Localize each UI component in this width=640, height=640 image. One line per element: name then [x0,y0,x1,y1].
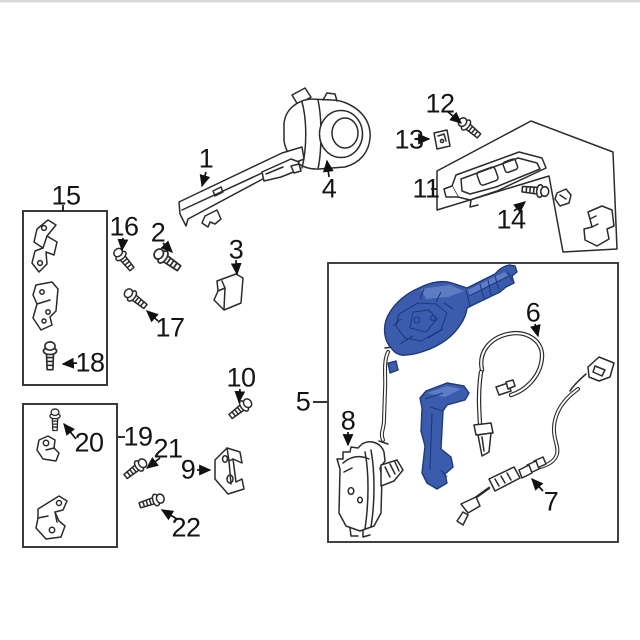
callout-6: 6 [525,297,541,328]
callout-2: 2 [150,217,166,248]
part-12-screw [455,114,484,142]
part-17-screw [121,285,150,312]
callout-7: 7 [543,486,559,517]
part-10-screw [226,395,255,422]
callout-10: 10 [226,362,256,393]
callout-12: 12 [425,88,455,119]
callout-15: 15 [51,180,81,211]
callout-22: 22 [171,512,201,543]
image-top-edge [0,0,640,3]
callout-16: 16 [109,211,139,242]
callout-21: 21 [153,433,183,464]
part-5-latch-assembly-highlighted [383,264,518,374]
part-11-trim-bezel [443,151,547,208]
part-20-rivet [49,408,61,432]
part-8-lock-actuator [336,441,404,538]
part-6-lock-cable [473,330,545,457]
callout-18: 18 [75,347,105,378]
part-4-lock-cylinder [283,87,371,170]
part-16-screw [110,245,138,274]
callout-5: 5 [295,386,311,417]
callout-20: 20 [74,427,104,458]
part-15-bracket-lower [32,281,59,331]
callout-9: 9 [180,454,196,485]
door-patch [583,205,615,247]
callout-14: 14 [496,204,526,235]
callout-19: 19 [123,421,153,452]
callout-1: 1 [198,143,214,174]
part-7-latch-cable [456,356,615,526]
callout-8: 8 [340,405,356,436]
part-15-bracket-upper [31,219,58,273]
part-3-patch [213,273,244,311]
callout-11: 11 [412,173,440,204]
part-9-bracket [214,447,245,495]
callout-13: 13 [394,124,424,155]
door-panel-outline-11 [436,120,618,253]
callout-leader-lines [61,110,544,521]
link-rod [378,346,394,445]
group-box-15 [22,210,108,386]
group-box-19 [22,403,118,548]
part-13-clip [433,129,451,150]
part-18-screw [42,341,58,371]
part-1-handle-reinforcement [178,146,305,228]
group-box-5 [327,262,619,543]
part-22-screw [137,490,167,512]
part-2-bolt [150,245,184,275]
small-clip [554,188,572,207]
part-5-latch-bracket-highlighted [419,382,470,490]
part-21-screw [121,455,150,482]
callout-3: 3 [228,234,244,265]
part-14-screw [520,182,551,199]
part-19-bracket-small [36,435,60,462]
part-19-bracket-large [35,495,68,540]
callout-4: 4 [321,173,337,204]
callout-17: 17 [155,312,185,343]
